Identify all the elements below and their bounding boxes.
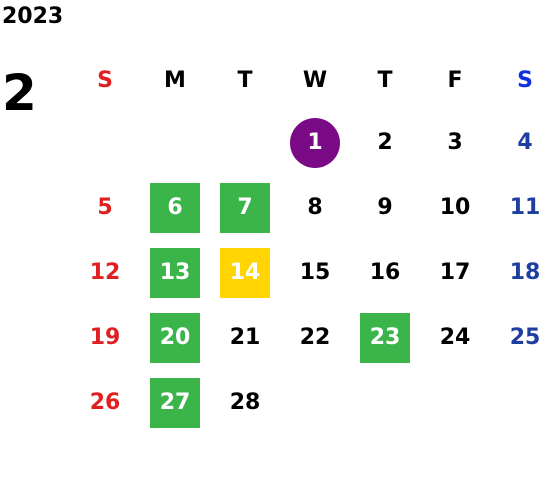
day-cell: 25 (490, 305, 548, 370)
day-cell: 6 (140, 175, 210, 240)
weekday-header-wednesday: W (302, 67, 328, 93)
weekday-header-friday: F (447, 67, 463, 93)
day-number: 24 (439, 325, 471, 350)
day-number: 16 (369, 260, 401, 285)
day-number: 27 (150, 377, 200, 428)
day-number (290, 378, 340, 428)
day-cell: 11 (490, 175, 548, 240)
day-cell: 24 (420, 305, 490, 370)
day-number: 5 (97, 195, 113, 220)
empty-day-cell (70, 110, 140, 175)
empty-day-cell (420, 370, 490, 435)
weekday-header-thursday: T (377, 67, 393, 93)
day-number: 7 (220, 182, 270, 233)
empty-day-cell (280, 370, 350, 435)
weekday-header-saturday: S (517, 67, 533, 93)
day-cell: 19 (70, 305, 140, 370)
day-number: 8 (307, 195, 323, 220)
day-number: 25 (509, 325, 541, 350)
day-number: 21 (229, 325, 261, 350)
day-number: 18 (509, 260, 541, 285)
weekday-header-tuesday: T (237, 67, 253, 93)
day-cell: 16 (350, 240, 420, 305)
day-cell: 27 (140, 370, 210, 435)
day-number: 26 (89, 390, 121, 415)
day-cell: 4 (490, 110, 548, 175)
day-cell: 3 (420, 110, 490, 175)
calendar-month: 2 (2, 64, 37, 122)
day-number: 19 (89, 325, 121, 350)
day-number: 4 (517, 130, 533, 155)
day-number: 17 (439, 260, 471, 285)
day-number: 6 (150, 182, 200, 233)
calendar-year: 2023 (2, 4, 64, 29)
day-number: 22 (299, 325, 331, 350)
day-number: 1 (290, 117, 340, 168)
day-cell: 18 (490, 240, 548, 305)
day-cell: 28 (210, 370, 280, 435)
day-number: 3 (447, 130, 463, 155)
day-cell: 26 (70, 370, 140, 435)
weekday-header-monday: M (164, 67, 186, 93)
day-cell: 8 (280, 175, 350, 240)
day-cell: 23 (350, 305, 420, 370)
day-number: 28 (229, 390, 261, 415)
day-cell: 21 (210, 305, 280, 370)
day-number (500, 378, 548, 428)
day-cell: 2 (350, 110, 420, 175)
empty-day-cell (490, 370, 548, 435)
empty-day-cell (140, 110, 210, 175)
day-cell: 9 (350, 175, 420, 240)
day-number: 23 (360, 312, 410, 363)
day-number: 10 (439, 195, 471, 220)
day-cell: 7 (210, 175, 280, 240)
day-cell: 20 (140, 305, 210, 370)
day-number: 9 (377, 195, 393, 220)
day-number: 11 (509, 195, 541, 220)
day-number: 14 (220, 247, 270, 298)
day-cell: 10 (420, 175, 490, 240)
day-cell: 12 (70, 240, 140, 305)
day-number (80, 118, 130, 168)
day-cell: 14 (210, 240, 280, 305)
weekday-header-sunday: S (97, 67, 113, 93)
empty-day-cell (210, 110, 280, 175)
day-cell: 15 (280, 240, 350, 305)
day-cell: 17 (420, 240, 490, 305)
day-number: 12 (89, 260, 121, 285)
day-number: 15 (299, 260, 331, 285)
day-number (150, 118, 200, 168)
empty-day-cell (350, 370, 420, 435)
day-number: 13 (150, 247, 200, 298)
day-cell: 1 (280, 110, 350, 175)
day-number (220, 118, 270, 168)
day-cell: 5 (70, 175, 140, 240)
day-number (430, 378, 480, 428)
day-cell: 13 (140, 240, 210, 305)
day-number (360, 378, 410, 428)
day-number: 2 (377, 130, 393, 155)
day-cell: 22 (280, 305, 350, 370)
day-number: 20 (150, 312, 200, 363)
